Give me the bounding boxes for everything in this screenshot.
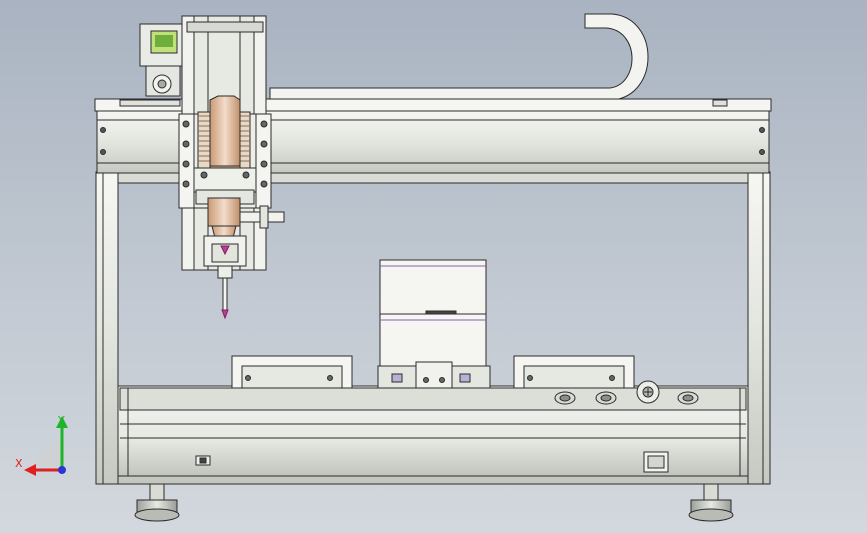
nozzle-body [207, 197, 241, 227]
y-axis-label: Y [57, 414, 65, 427]
cable-carrier [269, 13, 649, 101]
dispensing-needle [222, 277, 228, 311]
right-upright [747, 171, 771, 485]
syringe-barrel [209, 95, 241, 167]
x-axis-label: X [15, 457, 23, 470]
axis-triad: Y X [15, 414, 68, 476]
left-upright [95, 171, 119, 485]
